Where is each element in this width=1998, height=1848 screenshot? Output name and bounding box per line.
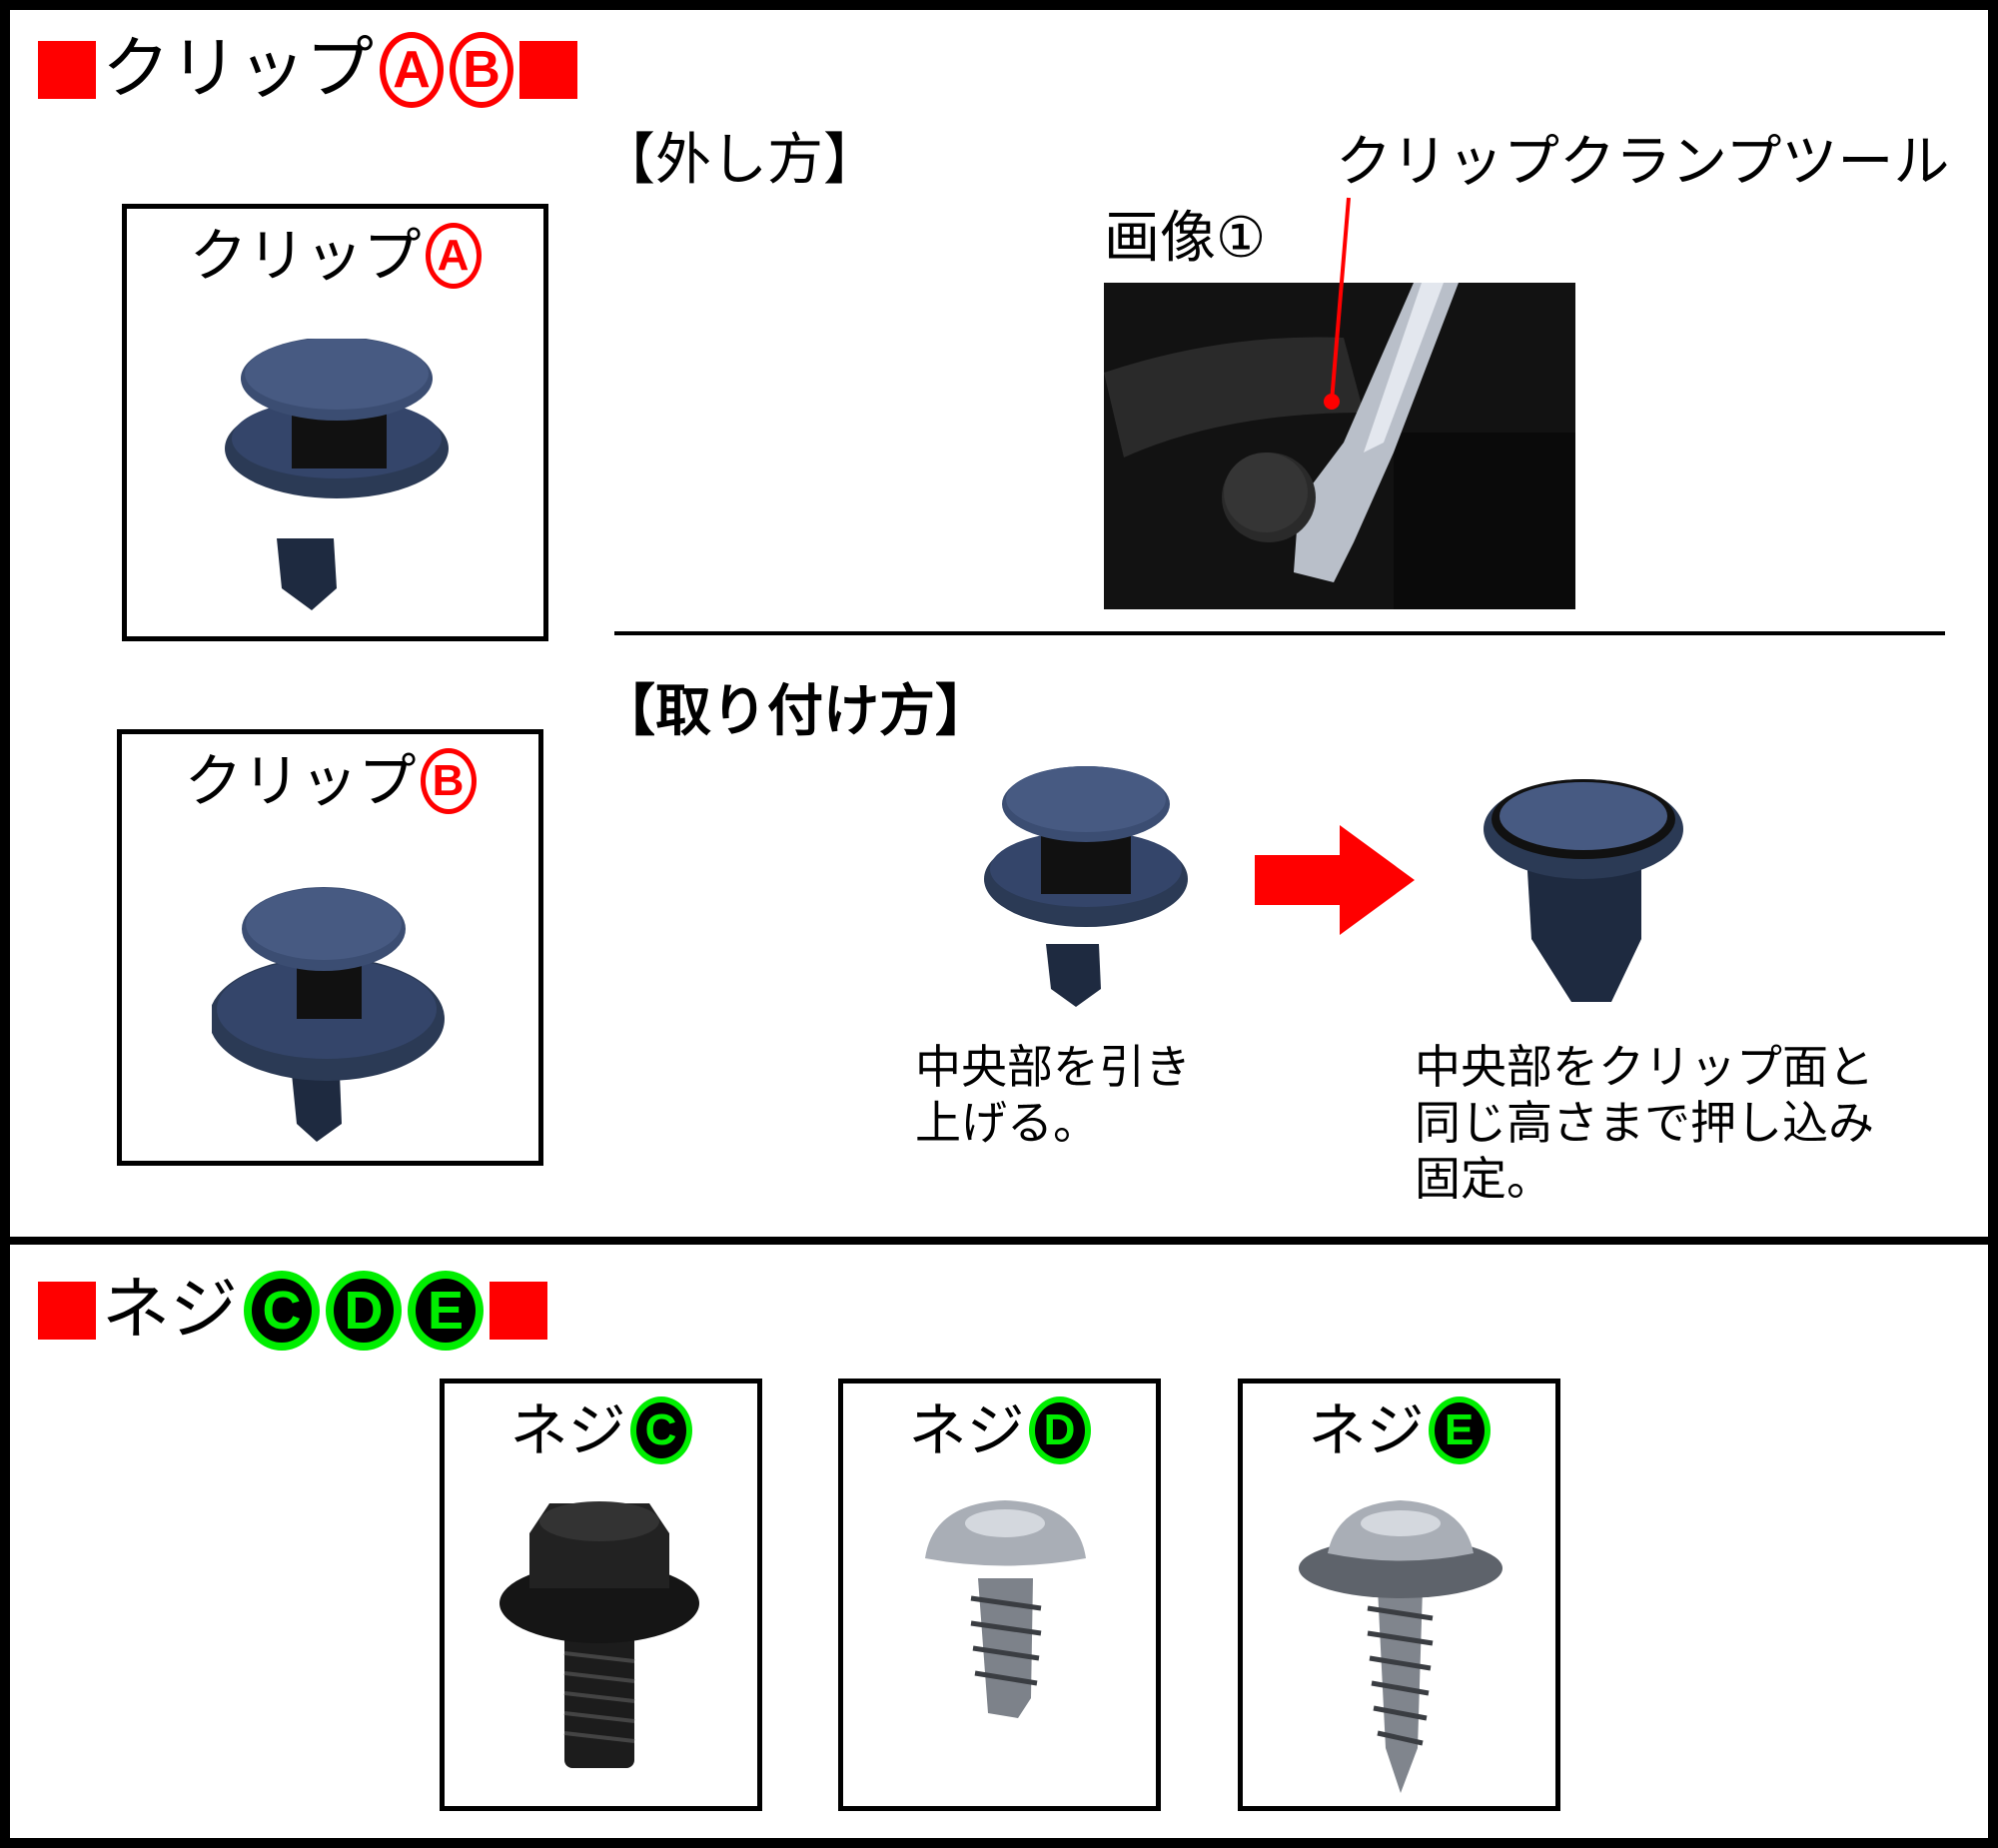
clip-a-image xyxy=(225,339,449,610)
clips-title-text: クリップ xyxy=(102,30,375,109)
clip-a-label: クリップ A xyxy=(127,221,543,291)
screw-d-image xyxy=(925,1500,1086,1718)
clip-pulled-image xyxy=(984,766,1188,1007)
clip-a-label-text: クリップ xyxy=(189,222,422,290)
step1-line: 中央部を引き xyxy=(915,1040,1191,1094)
screw-e-label-text: ネジ xyxy=(1308,1396,1425,1464)
image-label: 画像① xyxy=(1104,206,1267,271)
clips-section-title: クリップ A B xyxy=(38,30,578,110)
badge-e: E xyxy=(408,1271,485,1351)
screw-e-label: ネジ E xyxy=(1243,1395,1555,1465)
screw-d-box: ネジ D xyxy=(838,1379,1161,1811)
screw-c-badge: C xyxy=(629,1396,692,1464)
tool-pointer-line xyxy=(1324,197,1351,410)
screw-d-label-text: ネジ xyxy=(908,1396,1025,1464)
clip-b-badge: B xyxy=(420,748,477,814)
screw-d-label: ネジ D xyxy=(843,1395,1156,1465)
step2-line: 中央部をクリップ面と xyxy=(1415,1040,1874,1094)
removal-photo xyxy=(1104,283,1575,609)
screw-e-box: ネジ E xyxy=(1238,1379,1560,1811)
clip-b-box: クリップ B xyxy=(117,729,543,1166)
tool-label: クリップクランプツール xyxy=(1336,130,1950,195)
clip-fixed-image xyxy=(1484,779,1683,1002)
horizontal-rule xyxy=(614,631,1945,635)
section-divider xyxy=(0,1237,1998,1245)
red-square-marker xyxy=(519,41,578,99)
step2-line: 固定。 xyxy=(1415,1152,1552,1206)
screw-d-badge: D xyxy=(1028,1396,1091,1464)
screw-c-image xyxy=(500,1501,699,1768)
badge-d: D xyxy=(326,1271,403,1351)
install-step1-text: 中央部を引き 上げる。 xyxy=(915,1039,1191,1151)
screw-c-box: ネジ C xyxy=(440,1379,762,1811)
clip-b-label: クリップ B xyxy=(122,746,538,816)
clip-b-label-text: クリップ xyxy=(184,747,417,815)
red-square-marker xyxy=(490,1282,548,1340)
red-square-marker xyxy=(38,1282,96,1340)
screw-c-label-text: ネジ xyxy=(509,1396,626,1464)
screw-c-label: ネジ C xyxy=(445,1395,757,1465)
screws-section-title: ネジ C D E xyxy=(38,1271,548,1351)
clip-a-box: クリップ A xyxy=(122,204,548,641)
screw-e-badge: E xyxy=(1428,1396,1491,1464)
install-step2-text: 中央部をクリップ面と 同じ高さまで押し込み 固定。 xyxy=(1415,1039,1874,1207)
right-arrow-icon xyxy=(1255,825,1415,935)
clip-a-badge: A xyxy=(425,223,482,289)
screws-title-text: ネジ xyxy=(102,1271,239,1350)
badge-c: C xyxy=(244,1271,321,1351)
clip-b-image xyxy=(212,887,445,1142)
removal-heading: 【外し方】 xyxy=(599,128,879,193)
badge-b: B xyxy=(450,32,514,108)
screw-e-image xyxy=(1299,1500,1502,1793)
red-square-marker xyxy=(38,41,96,99)
step2-line: 同じ高さまで押し込み xyxy=(1415,1096,1874,1150)
step1-line: 上げる。 xyxy=(915,1096,1099,1150)
badge-a: A xyxy=(380,32,445,108)
install-heading: 【取り付け方】 xyxy=(599,679,991,744)
